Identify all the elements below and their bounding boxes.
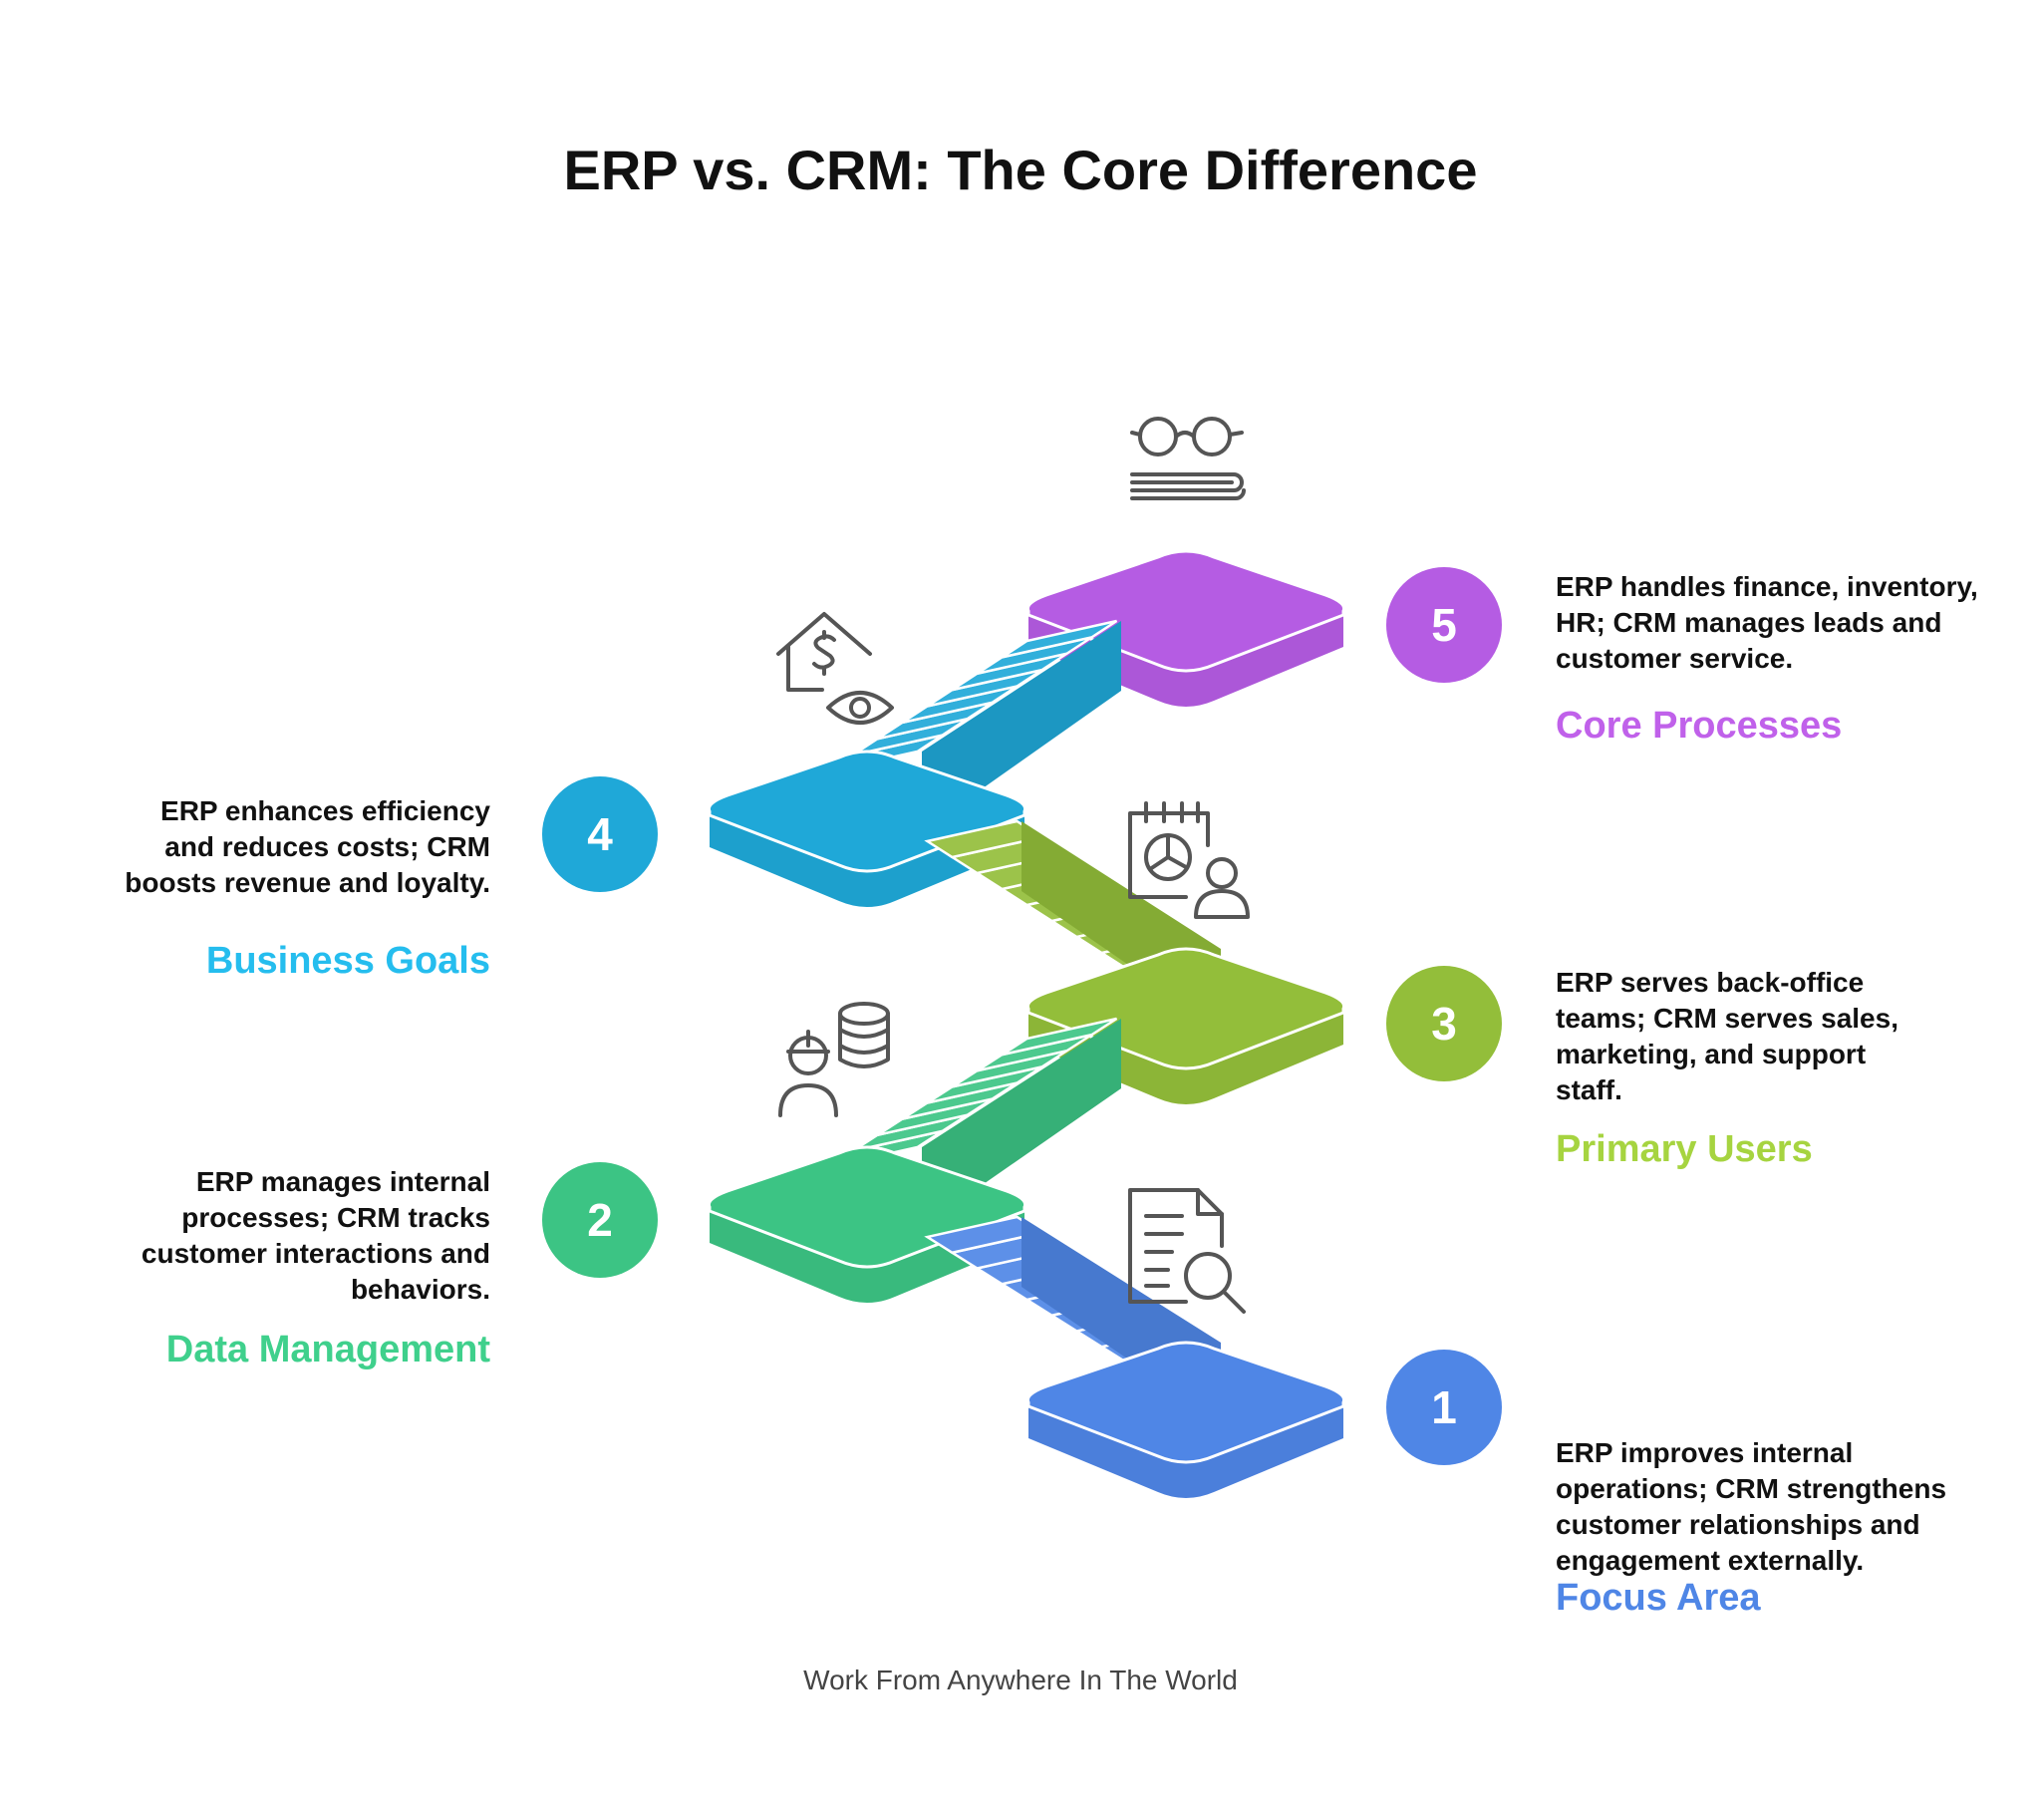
step-3-label: Primary Users <box>1556 1128 1813 1170</box>
glasses-book-icon <box>1130 417 1246 500</box>
page-title: ERP vs. CRM: The Core Difference <box>563 139 1478 201</box>
step-4-number-badge: 4 <box>542 776 658 892</box>
step-1-number: 1 <box>1431 1381 1457 1433</box>
step-2-description: ERP manages internal processes; CRM trac… <box>141 1166 490 1305</box>
house-dollar-eye-icon <box>776 612 894 725</box>
flight-4-step <box>1001 619 1118 659</box>
step-5-number: 5 <box>1431 599 1457 651</box>
flight-1-step <box>924 1215 1045 1255</box>
step-2-number: 2 <box>587 1194 613 1246</box>
footer-text: Work From Anywhere In The World <box>803 1665 1238 1695</box>
step-2-label: Data Management <box>165 1329 490 1370</box>
step-5-label: Core Processes <box>1556 705 1843 747</box>
calendar-chart-user-icon <box>1128 801 1250 919</box>
step-1-number-badge: 1 <box>1386 1350 1502 1465</box>
flight-2-step <box>1001 1017 1118 1057</box>
step-4-label: Business Goals <box>205 940 490 982</box>
step-5-number-badge: 5 <box>1386 567 1502 683</box>
flight-4-stringer <box>922 621 1121 831</box>
step-3-description: ERP serves back-office teams; CRM serves… <box>1556 967 1898 1105</box>
step-1-description: ERP improves internal operations; CRM st… <box>1556 1437 1947 1576</box>
step-1-label: Focus Area <box>1556 1577 1761 1619</box>
worker-database-icon <box>778 1002 890 1117</box>
step-2-number-badge: 2 <box>542 1162 658 1278</box>
step-5-description: ERP handles finance, inventory, HR; CRM … <box>1556 571 1978 674</box>
flight-2-stringer <box>922 1019 1121 1227</box>
flight-3-step <box>924 819 1045 859</box>
platform-1-top <box>1025 1341 1346 1464</box>
step-3-number-badge: 3 <box>1386 966 1502 1081</box>
step-4-number: 4 <box>587 808 613 860</box>
step-4-description: ERP enhances efficiency and reduces cost… <box>125 795 490 898</box>
step-3-number: 3 <box>1431 998 1457 1050</box>
document-search-icon <box>1128 1188 1246 1314</box>
